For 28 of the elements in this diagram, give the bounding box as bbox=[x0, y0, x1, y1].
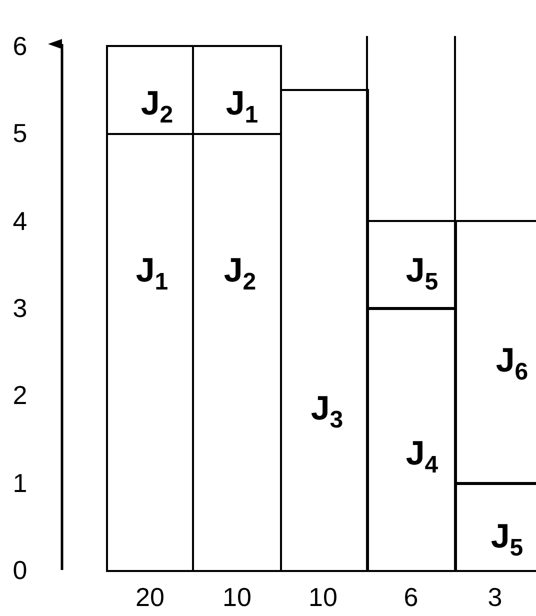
job-block bbox=[366, 220, 457, 310]
job-block bbox=[454, 482, 536, 572]
job-label: J$_{6}$ bbox=[496, 344, 528, 384]
job-label: J$_{5}$ bbox=[490, 520, 524, 560]
axis-tick-label: 1 bbox=[12, 470, 28, 496]
axis-tick-label: 0 bbox=[12, 557, 28, 583]
axis-tick-label: 2 bbox=[12, 382, 28, 408]
job-block bbox=[106, 133, 194, 572]
duration-label: 10 bbox=[222, 584, 252, 610]
job-label: J$_{4}$ bbox=[406, 436, 438, 478]
job-label: J$_{2}$ bbox=[140, 86, 174, 128]
job-block bbox=[454, 220, 536, 485]
job-label: J$_{2}$ bbox=[224, 254, 256, 294]
axis-tick-label: 6 bbox=[12, 33, 28, 59]
axis-tick-label: 5 bbox=[12, 120, 28, 146]
duration-label: 3 bbox=[488, 584, 502, 610]
job-block bbox=[280, 89, 369, 572]
job-label: J$_{3}$ bbox=[310, 392, 344, 432]
job-label: J$_{1}$ bbox=[226, 86, 258, 128]
job-label: J$_{1}$ bbox=[136, 254, 168, 294]
duration-label: 20 bbox=[136, 584, 164, 610]
duration-label: 6 bbox=[404, 584, 418, 610]
duration-label: 10 bbox=[308, 584, 338, 610]
job-block bbox=[366, 307, 457, 572]
axis-tick-label: 3 bbox=[12, 295, 28, 321]
axis-tick-label: 4 bbox=[12, 208, 28, 234]
job-label: J$_{5}$ bbox=[406, 254, 438, 294]
job-block bbox=[106, 45, 194, 135]
